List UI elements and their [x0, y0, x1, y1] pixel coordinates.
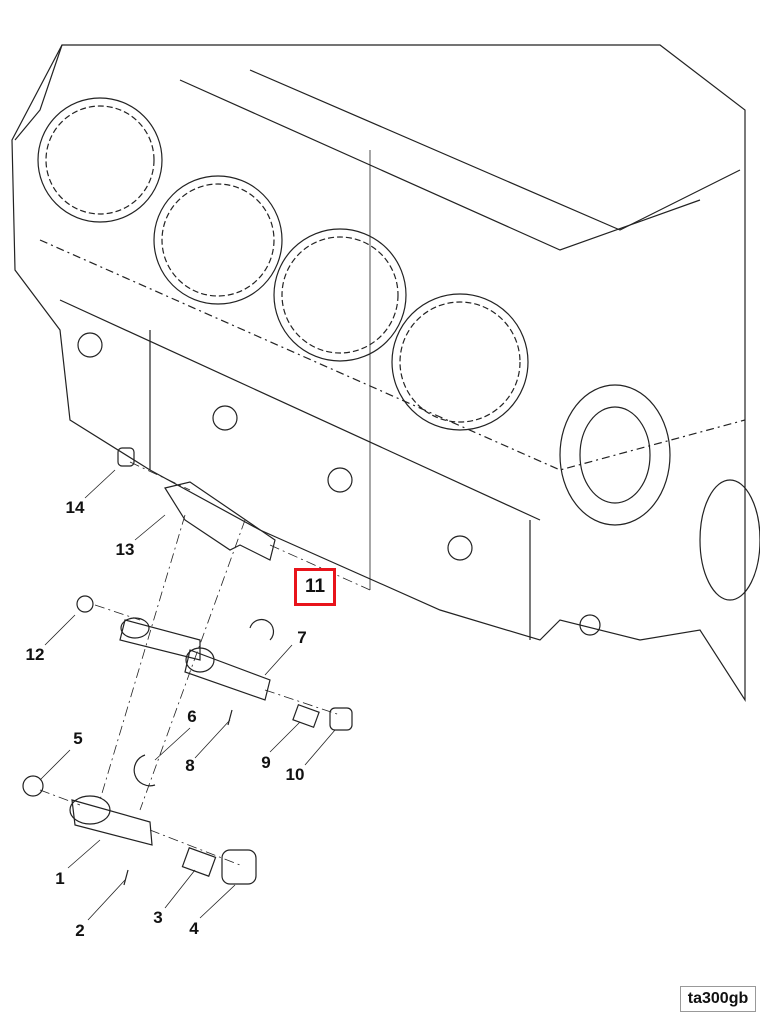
cylinder-bore-1 [37, 97, 163, 223]
callout-2[interactable]: 2 [75, 921, 85, 940]
callout-14[interactable]: 14 [65, 498, 85, 517]
callout-11-highlighted[interactable]: 11 [294, 568, 336, 606]
callout-6[interactable]: 6 [187, 707, 197, 726]
callout-5[interactable]: 5 [73, 729, 83, 748]
cylinder-bore-4 [391, 293, 529, 431]
callout-7[interactable]: 7 [297, 628, 307, 647]
callout-3[interactable]: 3 [153, 908, 163, 927]
callout-1[interactable]: 1 [55, 869, 65, 888]
callout-leaders [39, 469, 336, 921]
callout-9[interactable]: 9 [261, 753, 271, 772]
drawing-code-label: ta300gb [680, 986, 756, 1012]
callout-10[interactable]: 10 [285, 765, 305, 784]
cylinder-bore-2 [153, 175, 283, 305]
cylinder-bore-3 [273, 228, 407, 362]
callout-8[interactable]: 8 [185, 756, 195, 775]
callout-13[interactable]: 13 [115, 540, 135, 559]
engine-block [11, 44, 760, 703]
callout-12[interactable]: 12 [25, 645, 45, 664]
callout-4[interactable]: 4 [189, 919, 199, 938]
parts [22, 447, 353, 886]
